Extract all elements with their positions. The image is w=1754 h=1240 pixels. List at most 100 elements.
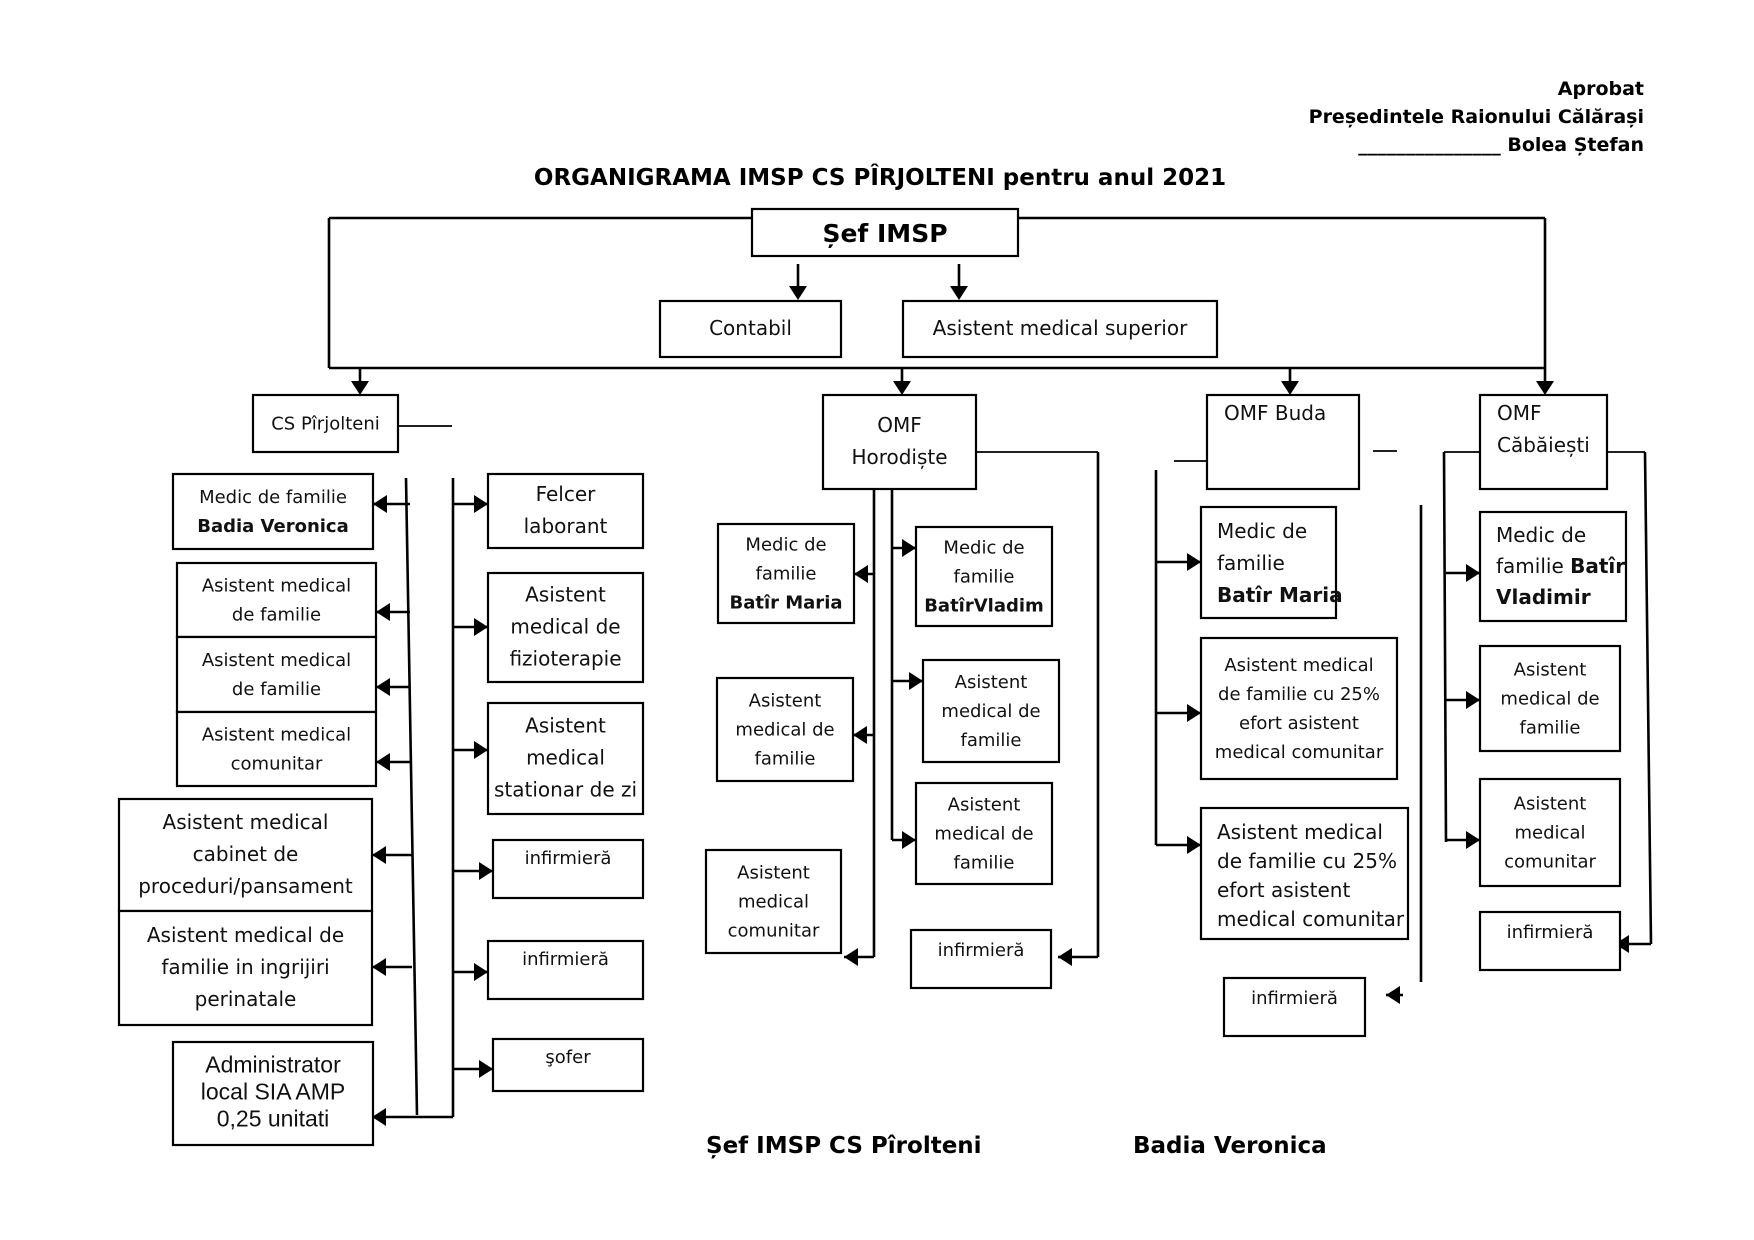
arrow-right-icon	[902, 831, 916, 849]
connector-line	[404, 477, 419, 1116]
position-label: Horodiște	[851, 445, 947, 469]
arrow-down-icon	[893, 381, 911, 395]
footer-name: Badia Veronica	[1133, 1133, 1327, 1159]
position-label: Asistent medical superior	[933, 316, 1188, 340]
cabaiesti-staff-box: infirmieră	[1478, 910, 1622, 972]
position-label: familie	[756, 564, 817, 585]
horodiste-staff-box-frame	[704, 848, 843, 955]
arrow-right-icon	[1466, 831, 1480, 849]
accountant-box-frame	[658, 299, 843, 359]
arrow-right-icon	[902, 539, 916, 557]
arrow-left-icon	[853, 726, 867, 744]
position-label: Asistent medical	[1224, 655, 1373, 676]
position-label: Asistent	[749, 691, 822, 712]
buda-staff-box-frame	[1222, 976, 1367, 1038]
arrow-left-icon	[854, 565, 868, 583]
position-label: Asistent	[525, 583, 606, 607]
pirjolteni-staff-box-frame	[491, 1037, 645, 1093]
head-box: Șef IMSP	[750, 207, 1020, 258]
position-label: medical comunitar	[1217, 907, 1405, 931]
position-label: Căbăiești	[1497, 433, 1590, 457]
position-label: proceduri/pansament	[138, 874, 353, 898]
buda-staff-box: Asistent medical de familie cu 25% efort a…	[1199, 636, 1399, 781]
cabaiesti-staff-box-frame	[1478, 910, 1622, 972]
position-label: Contabil	[709, 316, 792, 340]
position-label: efort asistent	[1217, 878, 1350, 902]
unit-pirjolteni: CS Pîrjolteni	[251, 393, 400, 454]
person-name: Vladimir	[1496, 585, 1591, 609]
arrow-left-icon	[372, 846, 386, 864]
buda-staff-box-frame	[1199, 505, 1338, 620]
cabaiesti-staff-box-frame	[1478, 510, 1628, 623]
position-label: Medic de familie	[199, 487, 347, 508]
arrow-left-icon	[373, 495, 387, 513]
arrow-left-icon	[1058, 948, 1072, 966]
buda-staff-box-frame	[1199, 806, 1410, 941]
pirjolteni-staff-box-frame	[175, 635, 378, 714]
pirjolteni-staff-box-frame	[171, 472, 375, 551]
pirjolteni-staff-box-frame	[117, 797, 374, 913]
position-label: OMF	[877, 413, 922, 437]
arrow-left-icon	[1615, 935, 1629, 953]
position-label: Asistent	[1514, 660, 1587, 681]
unit-buda: OMF Buda	[1205, 393, 1361, 491]
position-label: Asistent medical	[1217, 820, 1383, 844]
horodiste-staff-box-frame	[921, 658, 1061, 764]
position-label: comunitar	[728, 921, 820, 942]
pirjolteni-staff-box: infirmieră	[491, 838, 645, 900]
position-label: comunitar	[231, 754, 323, 775]
position-label: infirmieră	[1251, 988, 1338, 1009]
pirjolteni-staff-box-frame	[171, 1040, 375, 1147]
position-label: infirmieră	[525, 848, 612, 869]
cabaiesti-staff-box-frame	[1478, 644, 1622, 753]
position-label: familie in ingrijiri	[161, 955, 329, 979]
position-label: perinatale	[195, 987, 297, 1011]
arrow-left-icon	[1386, 986, 1400, 1004]
position-label: efort asistent	[1239, 713, 1359, 734]
arrow-right-icon	[1466, 564, 1480, 582]
head-box-frame	[750, 207, 1020, 258]
arrow-right-icon	[474, 963, 488, 981]
arrow-right-icon	[474, 618, 488, 636]
arrow-right-icon	[474, 495, 488, 513]
position-label: Asistent	[525, 714, 606, 738]
connector-line	[1442, 451, 1448, 843]
accountant-box: Contabil	[658, 299, 843, 359]
position-label: Asistent medical	[163, 810, 329, 834]
horodiste-staff-box-frame	[914, 525, 1054, 628]
arrow-down-icon	[1536, 381, 1554, 395]
arrow-down-icon	[789, 286, 807, 300]
position-label: medical de	[934, 824, 1033, 845]
position-label: de familie cu 25%	[1218, 684, 1380, 705]
position-label: Asistent	[737, 863, 810, 884]
arrow-left-icon	[376, 678, 390, 696]
pirjolteni-staff-box-frame	[486, 571, 645, 684]
arrow-left-icon	[376, 603, 390, 621]
arrow-left-icon	[372, 1108, 386, 1126]
pirjolteni-staff-box-frame	[491, 838, 645, 900]
position-label: familie Batîr	[1496, 554, 1625, 578]
arrow-right-icon	[1187, 553, 1201, 571]
position-label: de familie	[232, 605, 321, 626]
horodiste-staff-box-frame	[716, 522, 856, 625]
horodiste-staff-box-frame	[909, 928, 1053, 990]
position-label: Asistent	[955, 672, 1028, 693]
position-label: Asistent	[1514, 794, 1587, 815]
senior-nurse-box-frame	[901, 299, 1219, 359]
arrow-right-icon	[1187, 704, 1201, 722]
connector-line	[1643, 451, 1653, 945]
arrow-down-icon	[351, 381, 369, 395]
position-label: Asistent	[948, 795, 1021, 816]
